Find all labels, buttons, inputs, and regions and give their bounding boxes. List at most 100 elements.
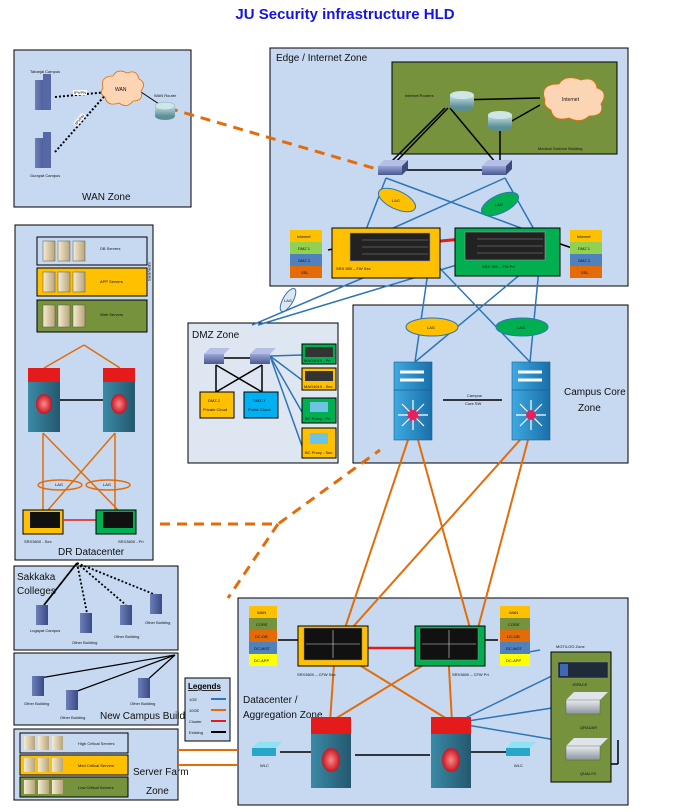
dc-l3-switch-2-icon — [431, 717, 471, 788]
legend-item-label: Existing — [189, 730, 203, 735]
wlc-left-icon — [252, 742, 282, 756]
server-farm-label-1: Server Farm — [133, 767, 189, 778]
ipvpn-label-2: IPVPN — [74, 113, 86, 125]
med-critical-servers: Med Critical Servers — [19, 754, 129, 776]
svg-text:DMZ-1: DMZ-1 — [253, 398, 266, 403]
wan-cloud-icon — [101, 70, 144, 106]
campus-core-link-label-2: Core SW — [465, 401, 481, 406]
svg-text:DMZ 2: DMZ 2 — [578, 258, 591, 263]
dmz-switch-2-icon — [250, 348, 276, 364]
svg-text:DC-MGT: DC-MGT — [506, 646, 523, 651]
app-servers-group: APP Servers — [36, 267, 148, 297]
campus-core-label-2: Zone — [578, 403, 601, 414]
svg-text:WAN: WAN — [509, 610, 518, 615]
legend-item-label: Cluster — [189, 719, 202, 724]
svg-text:DC-DB: DC-DB — [507, 634, 520, 639]
mgt-log-zone-label: MGT/LOG Zone — [556, 644, 585, 649]
new-campus-building-label-3: Other Building — [130, 701, 155, 706]
svg-text:LAG: LAG — [517, 325, 525, 330]
sakkaka-label-2: Colleges — [17, 586, 56, 597]
internet-cloud-label: Internet — [562, 97, 580, 103]
edge-switch-2-icon — [482, 160, 512, 175]
new-campus-label: New Campus Building — [100, 711, 198, 722]
server-farm-links — [178, 749, 238, 766]
dr-fw-pri — [95, 509, 137, 535]
qualys-icon — [565, 738, 608, 761]
core-dc-10ge-links — [329, 439, 529, 723]
legend-item-label: 1GE — [189, 697, 197, 702]
jspace-icon — [557, 661, 609, 679]
dr-datacenter-label: DR Datacenter — [58, 547, 125, 558]
svg-text:CORE: CORE — [256, 622, 268, 627]
edge-fw-pri: SRX 550 – FW Pri — [454, 227, 561, 277]
new-campus-building-label-2: Other Building — [60, 715, 85, 720]
new-campus-building-label-1: Other Building — [24, 701, 49, 706]
dc-fw-sec-label: SRX3600 – CFW Sec — [297, 672, 336, 677]
dc-zones-left: WAN CORE DC-DB DC-MGT DC-APP — [249, 606, 277, 666]
svg-text:Internet: Internet — [577, 234, 591, 239]
svg-text:DC-DB: DC-DB — [255, 634, 268, 639]
svg-text:Med Critical Servers: Med Critical Servers — [78, 763, 114, 768]
wan-ipvpn-links — [54, 91, 109, 153]
svg-text:DMZ 1: DMZ 1 — [578, 246, 591, 251]
svg-text:Internet: Internet — [297, 234, 311, 239]
svg-text:Low Critical Servers: Low Critical Servers — [78, 785, 114, 790]
dc-fw-pri — [414, 625, 486, 667]
campus-core-label-1: Campus Core — [564, 387, 626, 398]
dc-fw-sec — [297, 625, 369, 667]
gurayat-campus-label: Gurayat Campus — [30, 173, 60, 178]
dc-label-1: Datacenter / — [243, 695, 298, 706]
edge-lag-yellow: LAG — [377, 187, 417, 213]
edge-switch-1-icon — [378, 160, 408, 175]
dc-fw-pri-label: SRX3600 – CFW Pri — [452, 672, 489, 677]
sakkaka-label-1: Sakkaka — [17, 572, 56, 583]
low-critical-servers: Low Critical Servers — [19, 776, 129, 798]
wan-router-icon — [154, 101, 176, 120]
dr-fw-sec — [22, 509, 64, 535]
svg-text:DB Servers: DB Servers — [100, 246, 120, 251]
dmz-switch-1-icon — [204, 348, 230, 364]
high-critical-servers: High Critical Servers — [19, 732, 129, 754]
wan-zone-label: WAN Zone — [82, 192, 131, 203]
dr-lag-label-2: LAG — [103, 482, 111, 487]
svg-text:Private Cloud: Private Cloud — [203, 407, 227, 412]
edge-fw-sec-label: SRX 550 – FW Sec — [336, 266, 371, 271]
svg-text:DMZ-2: DMZ-2 — [208, 398, 221, 403]
new-campus-links — [39, 654, 176, 694]
edge-zone-label: Edge / Internet Zone — [276, 53, 368, 64]
sakkaka-building-label-2: Other Building — [72, 640, 97, 645]
svg-text:SSL: SSL — [301, 270, 309, 275]
sakkaka-building-label-3: Other Building — [114, 634, 139, 639]
dr-lag-label-1: LAG — [55, 482, 63, 487]
gurayat-campus-building-icon — [35, 132, 51, 168]
server-farm-label-2: Zone — [146, 786, 169, 797]
legend-title: Legends — [188, 682, 221, 691]
dr-l3-switch-2-icon — [103, 368, 135, 432]
dc-zones-right: WAN CORE DC-DB DC-MGT DC-APP — [500, 606, 530, 666]
svg-text:LAG: LAG — [427, 325, 435, 330]
tabarjal-campus-building-icon — [35, 74, 51, 110]
svg-text:APP Servers: APP Servers — [100, 279, 123, 284]
internet-cloud-icon — [543, 77, 605, 121]
svg-text:Public Cloud: Public Cloud — [248, 407, 270, 412]
svg-text:LAG: LAG — [495, 202, 503, 207]
svg-text:High Critical Servers: High Critical Servers — [78, 741, 114, 746]
db-servers-group: DB Servers — [36, 236, 148, 266]
medical-building-label: Medical Science Building — [538, 146, 582, 151]
core-lag-yellow: LAG — [405, 317, 459, 337]
jspace-label: JSPACE — [572, 682, 588, 687]
internet-router-2-icon — [488, 111, 512, 131]
web-servers-group: Web Servers — [36, 299, 148, 333]
edge-zones-left: Internet DMZ 1 DMZ 2 SSL — [290, 230, 322, 278]
diagram-title: JU Security infrastructure HLD — [235, 6, 455, 23]
svg-text:BC Proxy - Pri: BC Proxy - Pri — [305, 416, 330, 421]
wlc-right-label: WLC — [514, 763, 523, 768]
campus-core-switch-1-icon — [393, 361, 433, 441]
svg-text:Web Servers: Web Servers — [100, 312, 123, 317]
svg-text:SSL: SSL — [581, 270, 589, 275]
dr-fw-pri-label: SRX3600 - Pri — [118, 539, 144, 544]
wlc-right-icon — [506, 742, 536, 756]
wan-cloud-label: WAN — [115, 87, 127, 93]
wan-edge-link — [167, 106, 381, 172]
